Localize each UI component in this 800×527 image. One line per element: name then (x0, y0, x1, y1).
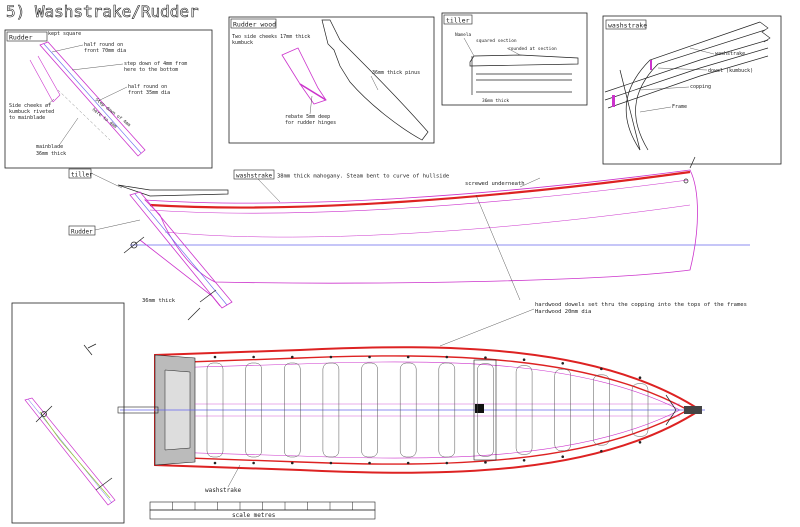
plan-dowel (290, 461, 294, 465)
plan-frame (206, 362, 224, 458)
plan-dowel (290, 355, 294, 359)
plan-frame (322, 362, 340, 458)
rudder-mainblade-shape (321, 19, 429, 141)
plan-frame (284, 362, 301, 458)
rudder-note-side-cheeks3: to mainblade (9, 115, 45, 121)
profile-rudder (129, 191, 233, 309)
rudder-wood-cheeks: Two side cheeks 17mm thick (232, 34, 310, 40)
tiller-panel: tiller Namela squared section rounded at… (441, 12, 588, 106)
washstrake-section-label: washstrake (715, 51, 745, 57)
rudder-wood-rebate: rebate 5mm deep (285, 114, 330, 120)
plan-dowel (252, 461, 255, 465)
plan-dowel (406, 461, 410, 465)
rudder-note-half-round-top2: front 70mm dia (84, 48, 126, 54)
rudder-note-step-down: step down of 4mm from (124, 61, 187, 67)
plan-frame (631, 383, 649, 437)
plan-dowel (561, 455, 565, 459)
rudder-lower-detail (11, 302, 125, 524)
washstrake-section-panel: washstrake washstrake dowel (kumbuck) co… (602, 15, 782, 165)
plan-frame (554, 369, 571, 451)
rudder-wood-tag: Rudder wood (233, 21, 276, 29)
rudder-wood-cheeks2: kumbuck (232, 40, 253, 46)
plan-frame (399, 362, 417, 458)
profile-tiller-tag: tiller (71, 172, 93, 179)
scale-bar: scale metres (149, 501, 376, 520)
plan-dowels-note: hardwood dowels set thru the copping int… (535, 302, 747, 308)
plan-dowel (484, 461, 487, 464)
rudder-note-half-round-bottom: half round on (128, 84, 167, 90)
plan-frame (515, 365, 533, 455)
plan-frame (438, 362, 456, 458)
plan-dowel (252, 355, 255, 359)
plan-frame (245, 362, 262, 458)
rudder-note-half-round-bottom2: front 35mm dia (128, 90, 170, 96)
rudder-note-step-down2: here to the bottom (124, 67, 178, 73)
rudder-note-side-cheeks: Side cheeks of (9, 103, 51, 109)
hull-plan-view: hardwood dowels set thru the copping int… (117, 302, 747, 494)
rudder-wood-panel: Rudder wood Two side cheeks 17mm thick k… (228, 16, 435, 144)
plan-dowel (638, 376, 642, 380)
washstrake-section-frame: Frame (672, 104, 687, 110)
plan-dowel (329, 355, 333, 359)
plan-dowels-note2: Hardwood 20mm dia (535, 309, 591, 315)
tiller-panel-tag: tiller (446, 17, 470, 25)
washstrake-section-drawing (604, 21, 771, 151)
rudder-note-mainblade2: 36mm thick (36, 151, 66, 157)
plan-dowel (600, 367, 603, 371)
plan-dowel (484, 356, 487, 359)
plan-dowel (522, 358, 526, 361)
rudder-detail-panel: Rudder kept square half round on front 7… (4, 29, 213, 169)
rudder-note-kept-square: kept square (48, 31, 81, 37)
plan-dowel (638, 440, 642, 444)
hull-side-profile: tiller Rudder washstrake 38mm thick maho… (68, 156, 750, 321)
plan-frame (361, 362, 378, 458)
tiller-shape (469, 54, 579, 95)
scale-label: scale metres (232, 512, 276, 519)
plan-frame (593, 374, 610, 446)
profile-tiller (117, 184, 229, 197)
tiller-note-rounded: rounded at section (508, 46, 557, 52)
plan-dowel (600, 449, 603, 453)
rudder-blade (29, 41, 146, 157)
rudder-wood-pinus: 36mm thick pinus (372, 70, 420, 76)
plan-dowel (368, 461, 371, 465)
plan-dowel (213, 355, 217, 359)
plan-dowel (368, 355, 371, 359)
plan-dowel (213, 461, 217, 465)
profile-washstrake-note: 38mm thick mahogany. Steam bent to curve… (277, 174, 449, 180)
rudder-wood-rebate2: for rudder hinges (285, 120, 336, 126)
plan-frame (477, 363, 494, 457)
rudder-panel-tag: Rudder (9, 34, 33, 42)
rudder-note-mainblade: mainblade (36, 144, 63, 150)
plan-dowel (445, 355, 449, 359)
rudder-note-side-cheeks2: kumbuck riveted (9, 109, 54, 115)
plan-dowel (329, 461, 333, 465)
plan-dowel (406, 355, 410, 359)
plan-dowel (445, 461, 449, 465)
tiller-note-squared: squared section (476, 38, 517, 44)
tiller-note-namela: Namela (455, 32, 472, 38)
plan-dowel (561, 361, 565, 365)
washstrake-section-dowel: dowel (kumbuck) (708, 68, 753, 74)
profile-screwed-note: screwed underneath (465, 181, 525, 187)
plan-frames (206, 362, 649, 458)
drawing-title: 5) Washstrake/Rudder (6, 2, 199, 21)
tiller-note-thick: 36mm thick (482, 98, 509, 104)
profile-thick-note: 36mm thick (142, 298, 176, 304)
washstrake-panel-tag: washstrake (608, 22, 647, 30)
washstrake-section-copping: copping (690, 84, 711, 90)
profile-washstrake-tag: washstrake (236, 173, 273, 180)
plan-washstrake-label: washstrake (205, 487, 242, 494)
plan-dowel (522, 459, 526, 462)
profile-rudder-tag: Rudder (71, 229, 93, 236)
rudder-cheek-shape (281, 47, 327, 105)
rudder-note-half-round-top: half round on (84, 42, 123, 48)
plan-dowels (213, 355, 642, 465)
